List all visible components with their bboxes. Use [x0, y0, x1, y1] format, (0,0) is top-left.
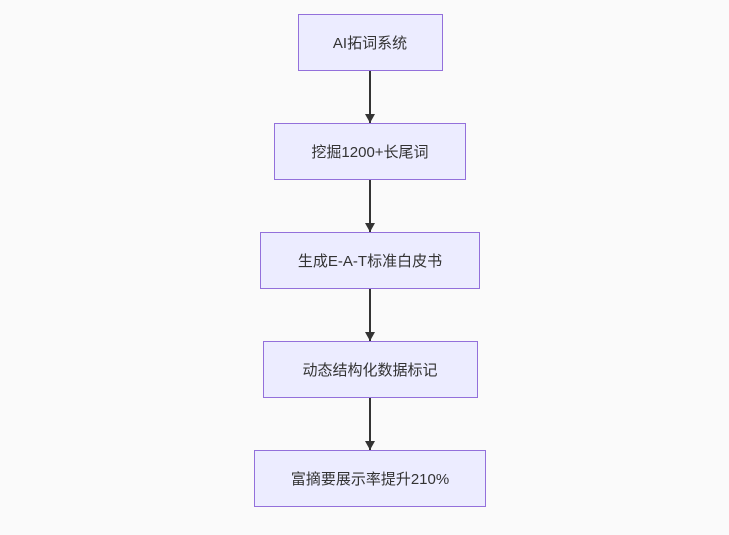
flow-node-label: 动态结构化数据标记	[302, 362, 438, 379]
flow-node-rich-snippet-rate-increase: 富摘要展示率提升210%	[254, 450, 486, 507]
arrow-down-icon	[369, 71, 371, 123]
flowchart: AI拓词系统 挖掘1200+长尾词 生成E-A-T标准白皮书 动态结构化数据标记…	[254, 14, 486, 507]
arrow-down-icon	[369, 180, 371, 232]
flow-node-label: 富摘要展示率提升210%	[290, 471, 450, 488]
flow-node-label: AI拓词系统	[332, 35, 408, 52]
flow-node-generate-eat-whitepaper: 生成E-A-T标准白皮书	[260, 232, 480, 289]
arrow-down-icon	[369, 398, 371, 450]
flow-node-ai-word-expansion-system: AI拓词系统	[297, 14, 443, 71]
flow-node-mine-longtail-keywords: 挖掘1200+长尾词	[274, 123, 466, 180]
flow-node-label: 挖掘1200+长尾词	[311, 144, 429, 161]
flow-node-label: 生成E-A-T标准白皮书	[297, 253, 443, 270]
flow-node-dynamic-structured-data-markup: 动态结构化数据标记	[262, 341, 478, 398]
arrow-down-icon	[369, 289, 371, 341]
